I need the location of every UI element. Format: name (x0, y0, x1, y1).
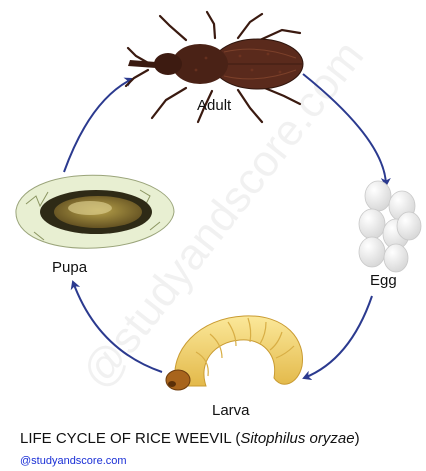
arrow-pupa-to-adult (64, 79, 132, 172)
title-close: ) (355, 430, 360, 447)
credit-text: @studyandscore.com (20, 455, 127, 467)
stage-label-larva: Larva (212, 402, 250, 419)
title-main: LIFE CYCLE OF RICE WEEVIL ( (20, 430, 240, 447)
stage-label-egg: Egg (370, 272, 397, 289)
pupa-in-grain-illustration (16, 175, 174, 248)
larva-illustration (166, 316, 303, 390)
arrow-larva-to-pupa (73, 282, 162, 372)
arrow-egg-to-larva (304, 296, 372, 378)
title-scientific-name: Sitophilus oryzae (240, 430, 354, 447)
egg-cluster-illustration (359, 181, 421, 272)
stage-label-adult: Adult (197, 97, 231, 114)
stage-label-pupa: Pupa (52, 259, 87, 276)
diagram-title: LIFE CYCLE OF RICE WEEVIL (Sitophilus or… (20, 430, 360, 447)
arrow-adult-to-egg (303, 74, 386, 185)
